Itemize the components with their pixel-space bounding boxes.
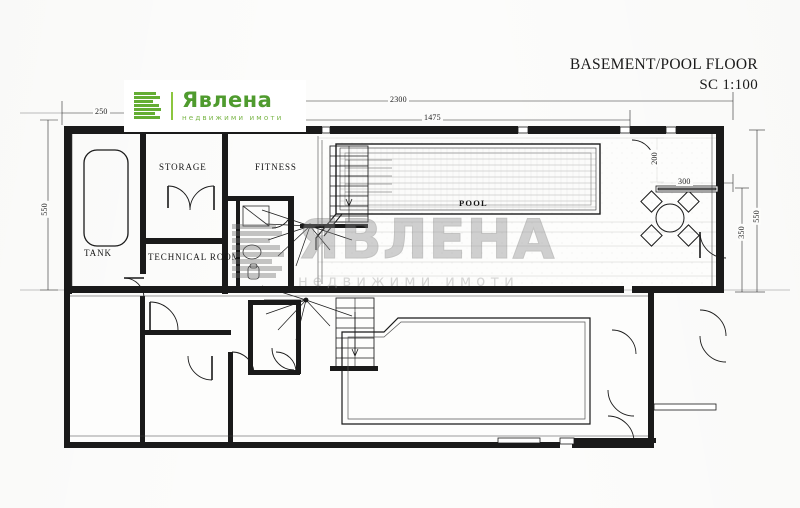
brand-name: Явлена <box>182 88 273 113</box>
plan-title: BASEMENT/POOL FLOOR <box>569 56 758 73</box>
dimension-2300: 2300 <box>388 95 409 104</box>
logo-divider <box>171 92 173 120</box>
dimension-250: 250 <box>93 107 110 116</box>
deck-grid <box>318 137 716 277</box>
logo-text: Явлена недвижими имоти <box>182 88 284 123</box>
tank-vessel <box>83 149 129 247</box>
dimension-200: 200 <box>649 150 659 167</box>
door-swings <box>123 139 727 443</box>
dimension-550-left: 550 <box>39 201 49 218</box>
yavlena-logo-icon <box>134 91 162 121</box>
room-label-fitness: FITNESS <box>255 162 297 172</box>
walls-lower <box>64 293 656 448</box>
title-block: BASEMENT/POOL FLOOR SC 1:100 <box>570 56 758 94</box>
room-label-technical: TECHNICAL ROOM <box>148 252 241 262</box>
room-label-tank: TANK <box>84 248 112 258</box>
room-label-storage: STORAGE <box>159 162 207 172</box>
room-label-pool: POOL <box>459 198 488 208</box>
interior-walls-upper <box>140 134 294 294</box>
dimension-300: 300 <box>676 177 693 186</box>
thin-detail <box>70 134 713 437</box>
dimension-550-right: 550 <box>751 208 761 225</box>
staircase <box>261 145 378 371</box>
terrace-outline <box>341 317 591 425</box>
window-openings <box>321 126 719 445</box>
brand-logo: Явлена недвижими имоти <box>124 80 306 132</box>
bathroom-fixtures <box>242 205 270 280</box>
dimension-1475: 1475 <box>422 113 443 122</box>
plan-scale: SC 1:100 <box>699 77 758 93</box>
brand-tagline: недвижими имоти <box>182 113 284 123</box>
table-and-chairs <box>640 190 700 247</box>
pool <box>315 143 601 250</box>
dimension-350: 350 <box>736 224 746 241</box>
